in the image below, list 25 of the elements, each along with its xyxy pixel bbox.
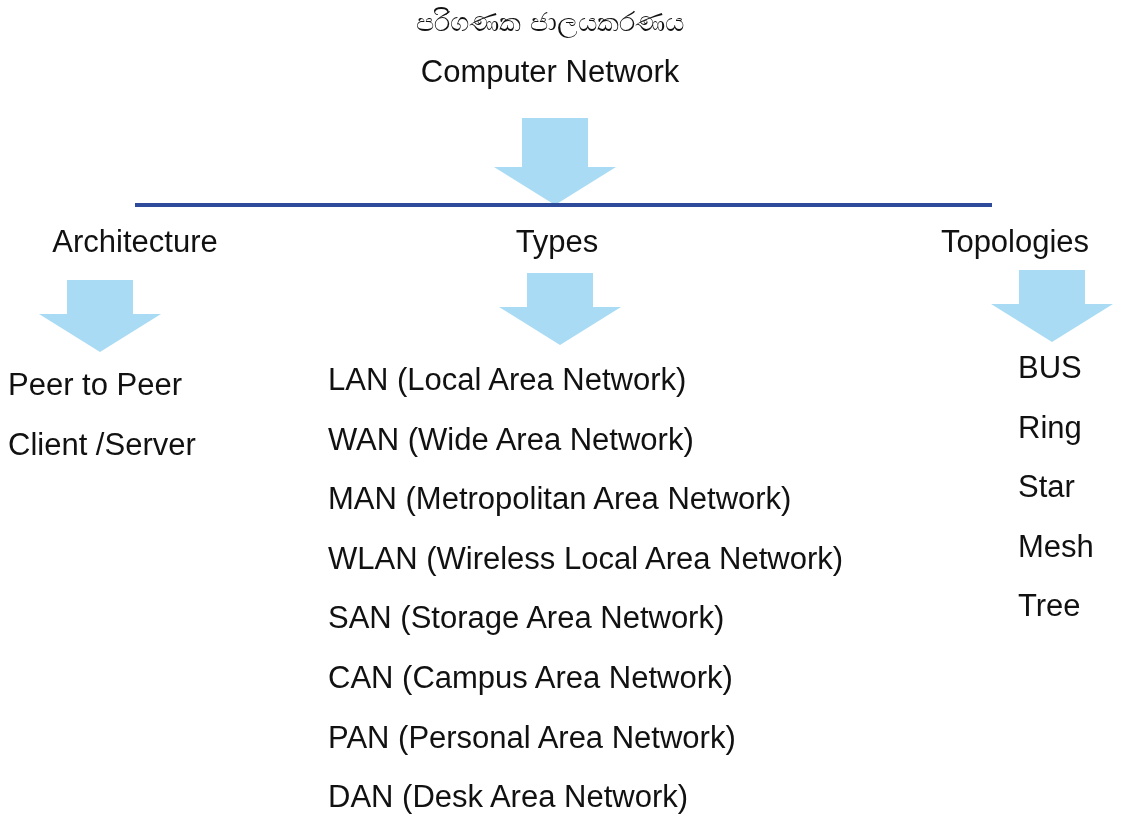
title: Computer Network <box>420 53 680 91</box>
list-item: WLAN (Wireless Local Area Network) <box>328 539 844 578</box>
list-item: Tree <box>1018 587 1081 625</box>
sinhala-title: පරිගණක ජාලයකරණය <box>416 5 684 40</box>
list-item: LAN (Local Area Network) <box>328 361 687 399</box>
heading: Architecture <box>52 223 218 261</box>
horizontal-bar <box>135 203 992 207</box>
list-item: PAN (Personal Area Network) <box>328 718 736 757</box>
list-item: DAN (Desk Area Network) <box>328 778 689 817</box>
list-item: CAN (Campus Area Network) <box>328 659 733 697</box>
list-item: Ring <box>1018 408 1082 447</box>
list-item: BUS <box>1018 349 1082 387</box>
list-item: Star <box>1018 468 1075 506</box>
list-item: Client /Server <box>8 426 196 464</box>
list-item: WAN (Wide Area Network) <box>328 420 694 459</box>
block-arrow <box>991 270 1113 342</box>
block-arrow <box>499 273 621 345</box>
list-item: Mesh <box>1018 527 1094 566</box>
list-item: Peer to Peer <box>8 366 183 404</box>
list-item: SAN (Storage Area Network) <box>328 599 725 638</box>
block-arrow <box>39 280 161 352</box>
list-item: MAN (Metropolitan Area Network) <box>328 480 792 519</box>
heading: Types <box>515 223 599 261</box>
block-arrow <box>494 118 616 205</box>
heading: Topologies <box>940 223 1090 261</box>
